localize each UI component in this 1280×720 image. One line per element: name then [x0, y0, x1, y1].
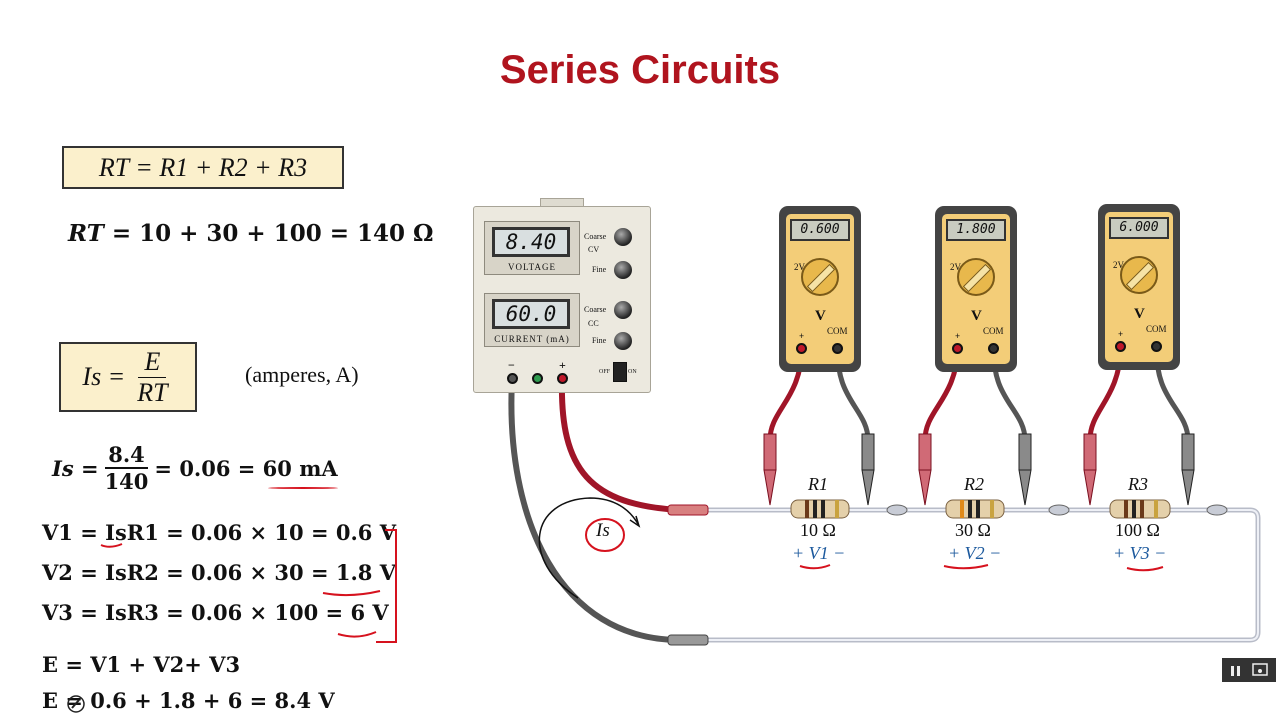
voltmeter-2: 1.800 2V V + COM	[935, 206, 1017, 372]
voltmeter-1-range: 2V	[794, 262, 805, 272]
current-fine-knob[interactable]	[614, 332, 632, 350]
v2-equation: V2 = IsR2 = 0.06 × 30 = 1.8 V	[42, 560, 396, 585]
resistor-r3-name: R3	[1128, 474, 1148, 494]
current-panel: 60.0 CURRENT (mA)	[484, 293, 580, 347]
slide-title: Series Circuits	[499, 48, 781, 92]
voltmeter-1-dial[interactable]	[801, 258, 839, 296]
current-label: Is	[596, 520, 610, 541]
voltmeter-3-range: 2V	[1113, 260, 1124, 270]
voltmeter-2-com-jack[interactable]	[988, 343, 999, 354]
voltmeter-3: 6.000 2V V + COM	[1098, 204, 1180, 370]
voltmeter-1-plus: +	[799, 331, 805, 341]
voltmeter-3-com-jack[interactable]	[1151, 341, 1162, 352]
pen-icon[interactable]	[66, 694, 86, 714]
video-controls	[1222, 658, 1276, 682]
resistor-r2-voltage: + V2 −	[948, 543, 1002, 563]
voltmeter-2-dial[interactable]	[957, 258, 995, 296]
off-label: OFF	[599, 369, 611, 375]
voltage-coarse-knob[interactable]	[614, 228, 632, 246]
resistor-r1-voltage: + V1 −	[792, 543, 846, 563]
negative-terminal[interactable]	[507, 373, 518, 384]
current-fine-label: Fine	[592, 336, 607, 345]
voltmeter-2-display: 1.800	[946, 219, 1006, 241]
e-calc-equation: E = 0.6 + 1.8 + 6 = 8.4 V	[42, 688, 335, 713]
voltmeter-3-dial[interactable]	[1120, 256, 1158, 294]
voltmeter-3-plus-jack[interactable]	[1115, 341, 1126, 352]
rt-formula-box: RT = R1 + R2 + R3	[62, 146, 344, 189]
resistor-r3-voltage: + V3 −	[1113, 543, 1167, 563]
voltmeter-3-unit: V	[1134, 306, 1145, 322]
voltmeter-1-unit: V	[815, 308, 826, 324]
voltmeter-2-com: COM	[983, 326, 1004, 336]
screen-icon[interactable]	[1252, 663, 1268, 677]
positive-terminal-label: +	[559, 358, 566, 372]
power-switch[interactable]	[613, 362, 627, 382]
resistor-r3-value: 100 Ω	[1115, 520, 1160, 540]
voltmeter-1-com: COM	[827, 326, 848, 336]
voltage-coarse-label: Coarse	[584, 232, 607, 241]
voltmeter-1-com-jack[interactable]	[832, 343, 843, 354]
resistor-r2-value: 30 Ω	[955, 520, 991, 540]
voltmeter-2-unit: V	[971, 308, 982, 324]
current-coarse-knob[interactable]	[614, 301, 632, 319]
voltage-panel: 8.40 VOLTAGE	[484, 221, 580, 275]
is-formula-box: Is = E RT	[59, 342, 197, 412]
voltmeter-3-display: 6.000	[1109, 217, 1169, 239]
resistor-r1-value: 10 Ω	[800, 520, 836, 540]
voltmeter-2-plus: +	[955, 331, 961, 341]
power-supply: 8.40 VOLTAGE 60.0 CURRENT (mA) Coarse CV…	[473, 206, 651, 393]
v3-equation: V3 = IsR3 = 0.06 × 100 = 6 V	[42, 600, 389, 625]
is-calculation: Is = 8.4 140 = 0.06 = 60 mA	[52, 442, 338, 494]
cv-label: CV	[588, 245, 600, 254]
positive-terminal[interactable]	[557, 373, 568, 384]
voltage-display: 8.40	[492, 227, 570, 257]
voltage-fine-knob[interactable]	[614, 261, 632, 279]
current-label-text: CURRENT (mA)	[494, 334, 570, 344]
negative-terminal-label: −	[508, 358, 515, 372]
on-label: ON	[628, 369, 637, 375]
voltmeter-1-plus-jack[interactable]	[796, 343, 807, 354]
voltmeter-2-plus-jack[interactable]	[952, 343, 963, 354]
voltmeter-1: 0.600 2V V + COM	[779, 206, 861, 372]
current-coarse-label: Coarse	[584, 305, 607, 314]
voltage-fine-label: Fine	[592, 265, 607, 274]
resistor-r2-name: R2	[964, 474, 984, 494]
underline-annotation	[268, 487, 338, 489]
current-display: 60.0	[492, 299, 570, 329]
voltmeter-3-plus: +	[1118, 329, 1124, 339]
e-sum-equation: E = V1 + V2+ V3	[42, 652, 241, 677]
rt-formula: RT = R1 + R2 + R3	[98, 152, 308, 182]
is-fraction: E RT	[137, 346, 168, 407]
ground-terminal[interactable]	[532, 373, 543, 384]
resistor-r1-name: R1	[808, 474, 828, 494]
voltmeter-1-display: 0.600	[790, 219, 850, 241]
voltmeter-2-range: 2V	[950, 262, 961, 272]
rt-calculation: RT = 10 + 30 + 100 = 140 Ω	[68, 220, 434, 247]
pause-icon[interactable]	[1230, 664, 1242, 676]
voltmeter-3-com: COM	[1146, 324, 1167, 334]
v1-equation: V1 = IsR1 = 0.06 × 10 = 0.6 V	[42, 520, 396, 545]
units-note: (amperes, A)	[245, 362, 359, 387]
voltage-label: VOLTAGE	[508, 262, 556, 272]
cc-label: CC	[588, 319, 599, 328]
